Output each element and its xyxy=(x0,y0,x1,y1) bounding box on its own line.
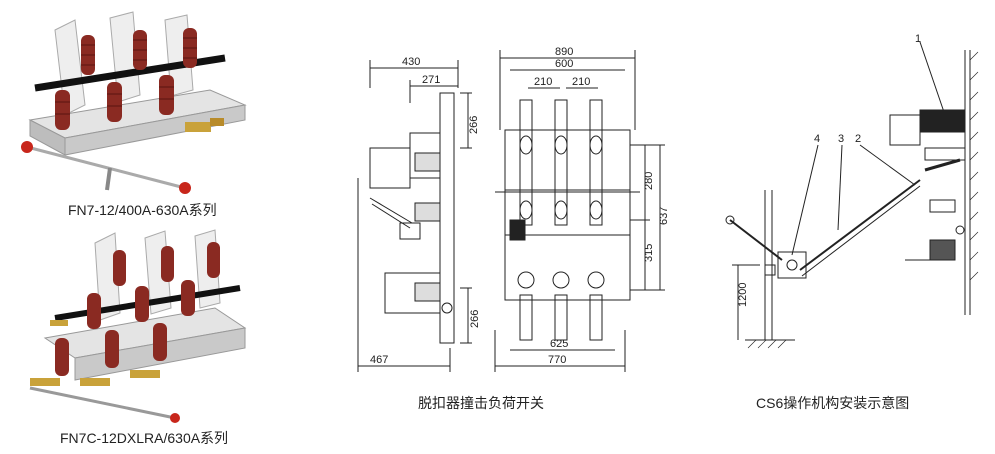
side-view-dimension-drawing: 430 271 266 266 467 xyxy=(357,56,481,372)
dim-280: 280 xyxy=(643,172,655,190)
fn7-switch-illustration xyxy=(21,11,247,194)
dim-266-top: 266 xyxy=(468,116,480,134)
dim-210-right: 210 xyxy=(572,76,590,88)
label-3: 3 xyxy=(838,133,844,145)
cs6-installation-diagram: 1200 1 2 3 4 xyxy=(725,33,979,349)
dim-600: 600 xyxy=(555,58,573,70)
label-4: 4 xyxy=(814,133,820,145)
dim-315: 315 xyxy=(643,244,655,262)
dim-1200: 1200 xyxy=(737,283,749,307)
dim-467: 467 xyxy=(370,354,388,366)
dim-210-left: 210 xyxy=(534,76,552,88)
caption-fn7: FN7-12/400A-630A系列 xyxy=(68,202,217,218)
label-1: 1 xyxy=(915,33,921,45)
dim-637: 637 xyxy=(658,207,670,225)
caption-trip-striker: 脱扣器撞击负荷开关 xyxy=(418,395,544,411)
label-2: 2 xyxy=(855,133,861,145)
dim-770: 770 xyxy=(548,354,566,366)
caption-cs6-install: CS6操作机构安装示意图 xyxy=(756,395,910,411)
dim-271: 271 xyxy=(422,74,440,86)
caption-fn7c: FN7C-12DXLRA/630A系列 xyxy=(60,430,229,446)
dim-890: 890 xyxy=(555,46,573,58)
dim-430: 430 xyxy=(402,56,420,68)
front-view-dimension-drawing: 890 600 210 210 280 637 315 625 770 xyxy=(494,46,670,372)
fn7c-switch-illustration xyxy=(29,229,247,423)
dim-625: 625 xyxy=(550,338,568,350)
dim-266-bottom: 266 xyxy=(469,310,481,328)
